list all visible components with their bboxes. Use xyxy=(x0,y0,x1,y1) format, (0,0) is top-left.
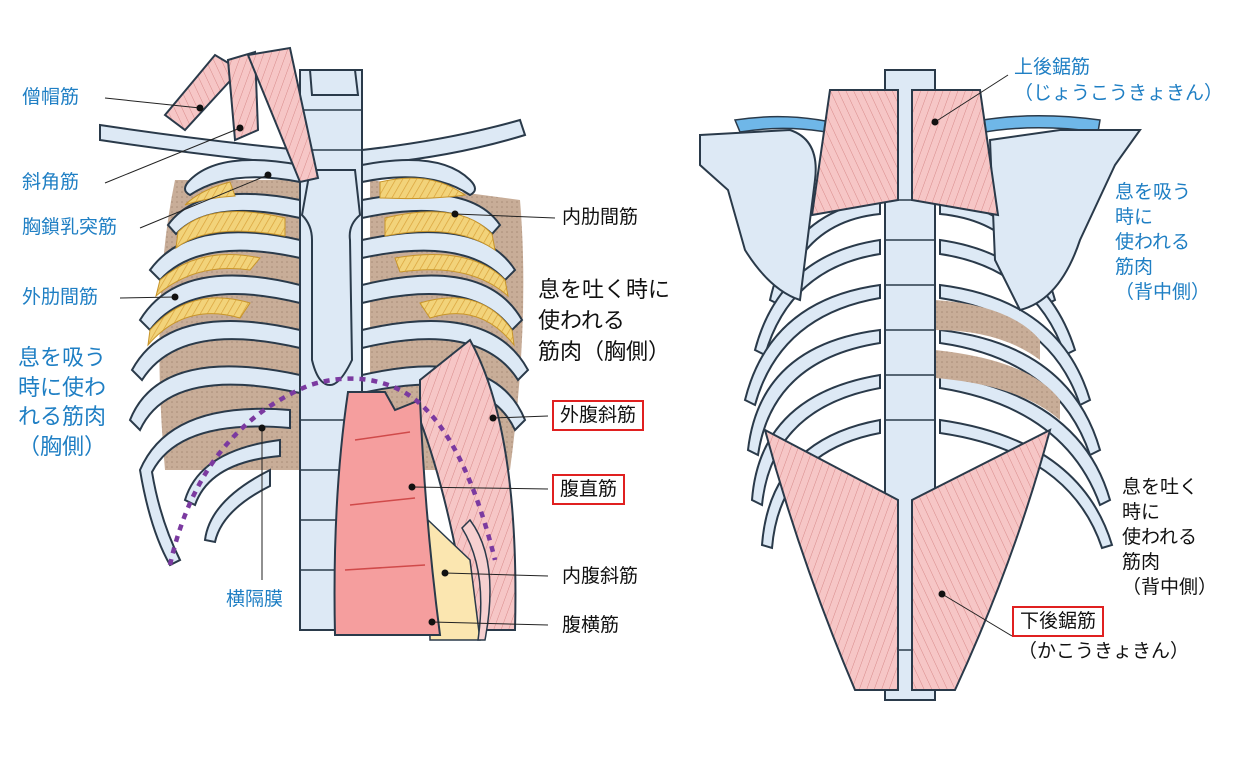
label-rectus-abdominis: 腹直筋 xyxy=(552,474,626,505)
label-sps-line1: 上後鋸筋 xyxy=(1014,56,1091,78)
front-leader-lines xyxy=(104,97,556,626)
label-exhale-back-line3: 使われる xyxy=(1122,526,1198,549)
label-sternocleidomastoid: 胸鎖乳突筋 xyxy=(22,216,118,238)
label-inhale-front-line3: れる筋肉 xyxy=(18,405,107,431)
label-exhale-back-line5: （背中側） xyxy=(1122,576,1218,599)
label-exhale-back-line4: 筋肉 xyxy=(1122,551,1161,574)
label-inhale-front-line1: 息を吸う xyxy=(18,346,107,371)
label-internal-intercostal: 内肋間筋 xyxy=(562,206,639,228)
label-inhale-back-line4: 筋肉 xyxy=(1115,256,1154,279)
label-exhale-front-line1: 息を吐く時に xyxy=(538,278,671,303)
label-internal-oblique: 内腹斜筋 xyxy=(562,565,639,587)
label-inhale-back-line5: （背中側） xyxy=(1115,281,1211,304)
label-inhale-front: 息を吸う 時に使わ れる筋肉 （胸側） xyxy=(18,344,106,463)
back-leader-lines xyxy=(934,74,1013,637)
label-exhale-back: 息を吐く 時に 使われる 筋肉 （背中側） xyxy=(1122,475,1217,600)
label-inhale-back: 息を吸う 時に 使われる 筋肉 （背中側） xyxy=(1115,180,1210,305)
label-inhale-front-line2: 時に使わ xyxy=(18,375,107,401)
back-rib-cage xyxy=(699,69,1142,701)
diaphragm-line xyxy=(167,376,498,566)
label-sps-line2: （じょうこうきょきん） xyxy=(1014,81,1224,104)
label-inhale-back-line1: 息を吸う xyxy=(1115,181,1192,203)
label-scalene: 斜角筋 xyxy=(22,171,80,193)
label-diaphragm: 横隔膜 xyxy=(226,588,284,610)
label-exhale-front: 息を吐く時に 使われる 筋肉（胸側） xyxy=(538,276,670,368)
label-spi-reading: （かこうきょきん） xyxy=(1018,640,1190,662)
label-inhale-back-line2: 時に xyxy=(1115,206,1154,229)
label-trapezius: 僧帽筋 xyxy=(22,86,80,108)
label-exhale-back-line1: 息を吐く xyxy=(1122,476,1199,498)
label-transversus: 腹横筋 xyxy=(562,614,620,636)
label-exhale-front-line2: 使われる xyxy=(538,308,625,334)
label-serratus-posterior-inferior: 下後鋸筋 xyxy=(1012,606,1105,637)
label-exhale-back-line2: 時に xyxy=(1122,501,1161,524)
label-serratus-posterior-superior: 上後鋸筋 （じょうこうきょきん） xyxy=(1014,55,1223,106)
label-external-intercostal: 外肋間筋 xyxy=(22,286,99,308)
label-external-oblique: 外腹斜筋 xyxy=(552,400,645,431)
label-inhale-front-line4: （胸側） xyxy=(18,435,107,461)
label-inhale-back-line3: 使われる xyxy=(1115,231,1191,254)
label-exhale-front-line3: 筋肉（胸側） xyxy=(538,339,671,365)
front-rib-cage xyxy=(99,46,530,641)
